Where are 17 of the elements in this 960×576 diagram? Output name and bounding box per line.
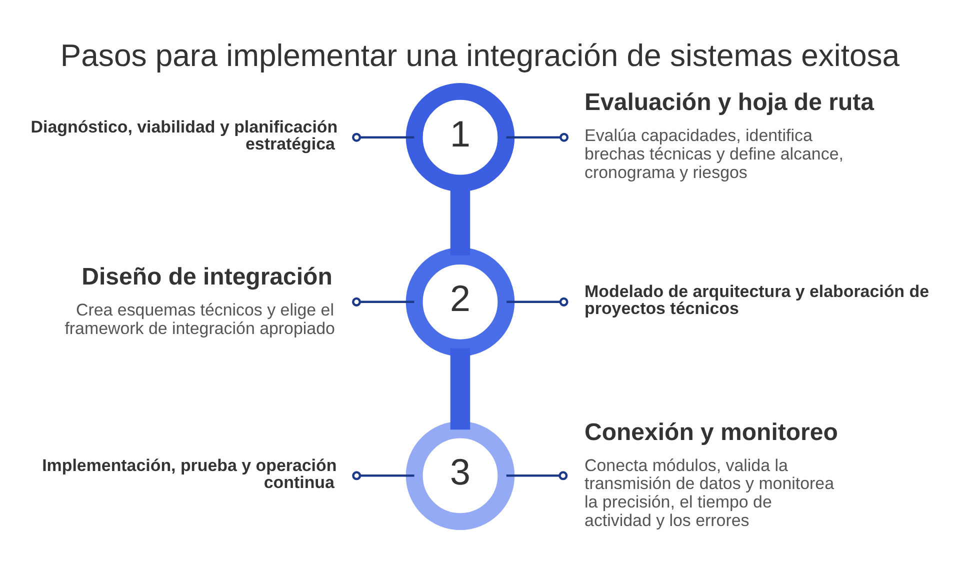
node-text: Evaluación y hoja de ruta Evalúa capacidades, identifica brechas técnicas y define alcance, cronograma y riesgos [584, 88, 874, 182]
connector [352, 470, 414, 480]
connector [506, 470, 568, 480]
connector [450, 348, 470, 430]
node-text: Modelado de arquitectura y elaboración de proyectos técnicos [584, 282, 930, 318]
node-circle: 3 [406, 420, 515, 530]
node-text: Conexión y monitoreo Conecta módulos, valida la transmisión de datos y monitorea la precisión, el tiempo de actividad y los errores [584, 418, 838, 530]
connector [506, 132, 569, 142]
connector [352, 132, 414, 142]
node-text: Diagnóstico, viabilidad y planificación estratégica [30, 117, 338, 154]
node-circle: 1 [406, 82, 515, 192]
node-circle: 2 [406, 247, 515, 356]
node-text: Implementación, prueba y operación continua [42, 455, 337, 492]
diagram-title: Pasos para implementar una integración de sistemas exitosa [60, 38, 900, 73]
node-text: Diseño de integración Crea esquemas técnicos y elige el framework de integración apropiado [64, 262, 335, 338]
connector [352, 296, 414, 306]
connector [506, 296, 568, 306]
